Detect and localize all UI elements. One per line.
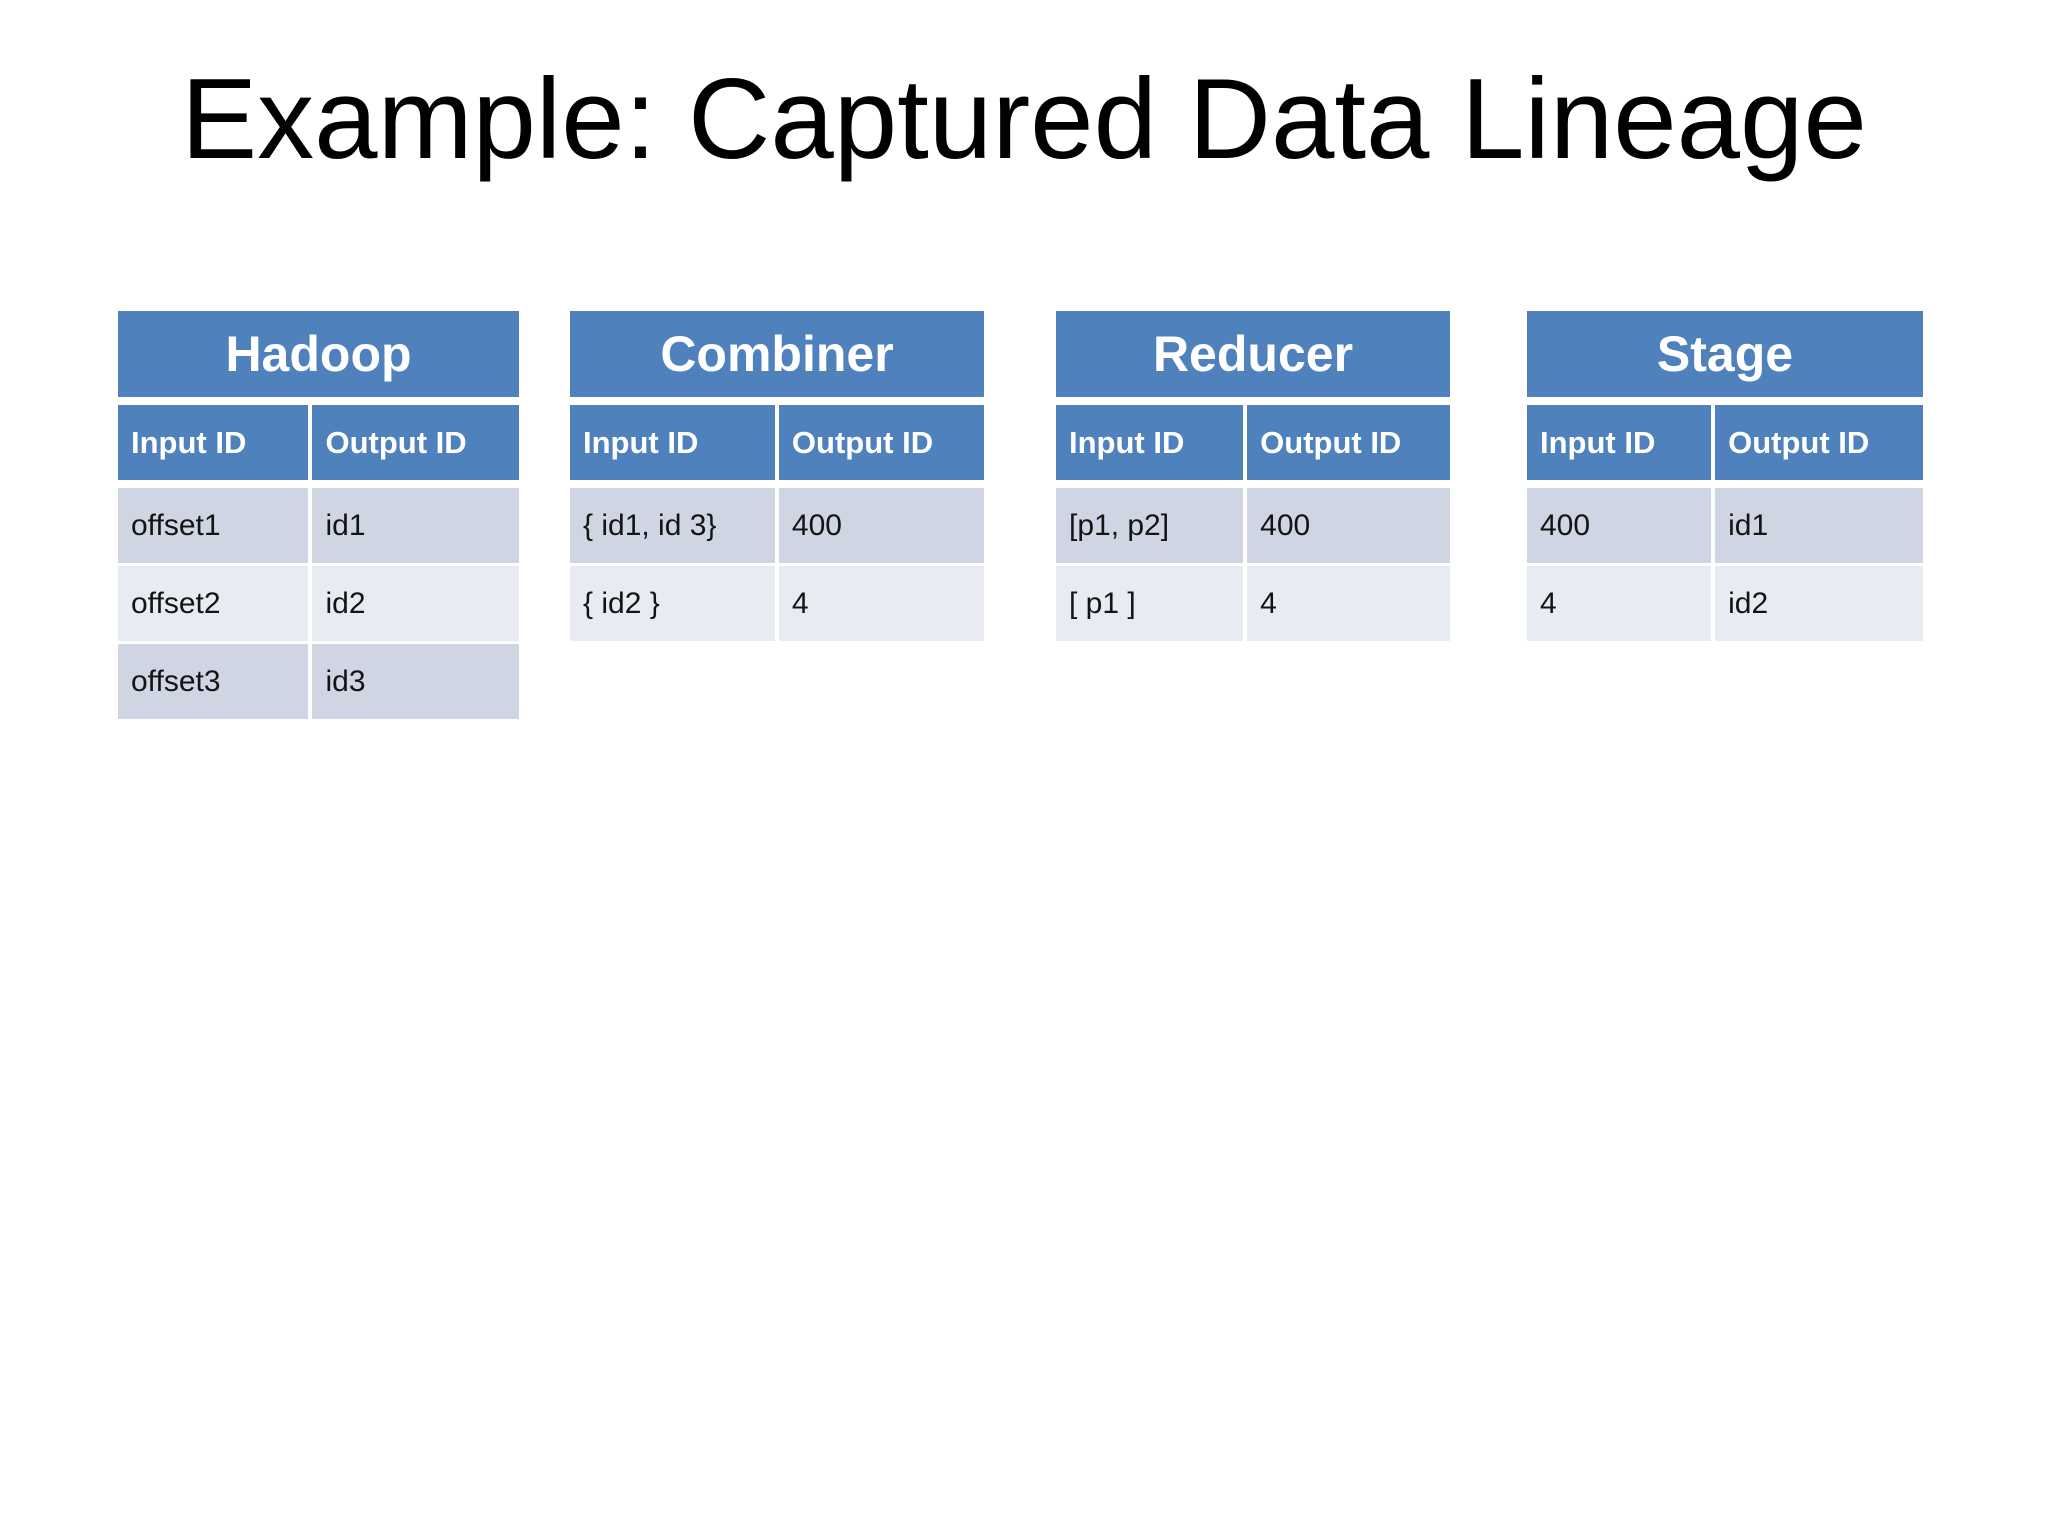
table-cell: 4 [778,566,984,641]
table-stage: Stage Input ID Output ID 400 id1 4 id2 [1527,311,1923,641]
table-cell: id1 [312,488,519,563]
table-cell: id3 [312,644,519,719]
table-cell: [ p1 ] [1056,566,1244,641]
table-cell: id1 [1715,488,1923,563]
column-header-output-id: Output ID [312,405,519,480]
table-reducer: Reducer Input ID Output ID [p1, p2] 400 … [1056,311,1450,641]
table-cell: offset3 [118,644,309,719]
table-cell: { id2 } [570,566,775,641]
table-title: Reducer [1056,311,1450,397]
table-cell: id2 [312,566,519,641]
column-header-input-id: Input ID [1527,405,1712,480]
column-header-input-id: Input ID [118,405,309,480]
table-cell: [p1, p2] [1056,488,1244,563]
table-header-row: Input ID Output ID [1056,405,1450,480]
table-cell: offset2 [118,566,309,641]
column-header-input-id: Input ID [570,405,775,480]
table-title: Stage [1527,311,1923,397]
table-title: Hadoop [118,311,519,397]
column-header-output-id: Output ID [1247,405,1450,480]
table-body: { id1, id 3} 400 { id2 } 4 [570,488,984,641]
table-body: offset1 id1 offset2 id2 offset3 id3 [118,488,519,719]
table-header-row: Input ID Output ID [570,405,984,480]
column-header-output-id: Output ID [778,405,984,480]
table-cell: id2 [1715,566,1923,641]
column-header-output-id: Output ID [1715,405,1923,480]
table-cell: 400 [778,488,984,563]
page-title: Example: Captured Data Lineage [181,56,1867,183]
table-cell: 4 [1247,566,1450,641]
table-header-row: Input ID Output ID [1527,405,1923,480]
column-header-input-id: Input ID [1056,405,1244,480]
table-hadoop: Hadoop Input ID Output ID offset1 id1 of… [118,311,519,719]
table-cell: 400 [1527,488,1712,563]
table-body: [p1, p2] 400 [ p1 ] 4 [1056,488,1450,641]
table-body: 400 id1 4 id2 [1527,488,1923,641]
table-title: Combiner [570,311,984,397]
table-cell: 400 [1247,488,1450,563]
table-cell: offset1 [118,488,309,563]
table-cell: 4 [1527,566,1712,641]
table-cell: { id1, id 3} [570,488,775,563]
table-header-row: Input ID Output ID [118,405,519,480]
table-combiner: Combiner Input ID Output ID { id1, id 3}… [570,311,984,641]
